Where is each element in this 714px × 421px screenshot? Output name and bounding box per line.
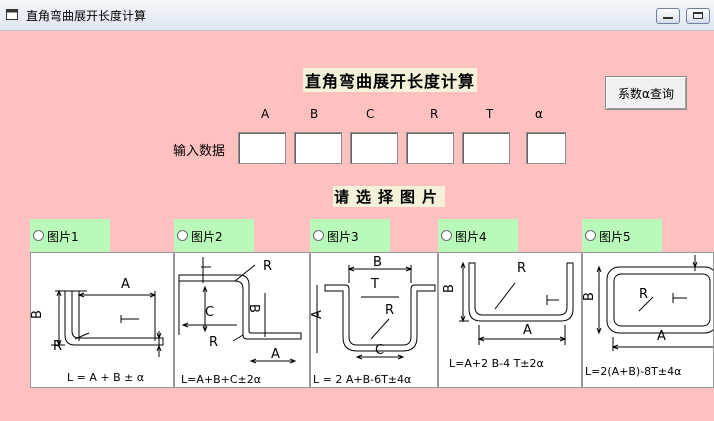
maximize-button[interactable] [686,8,710,24]
input-b[interactable] [294,132,342,164]
option-picture-4[interactable]: 图片4 [438,219,518,252]
dim-label-t: T [371,277,379,292]
input-a[interactable] [238,132,286,164]
dim-label-c: C [375,343,385,358]
dim-label-b: B [245,304,261,313]
radio-icon[interactable] [585,230,596,241]
title-bar: 直角弯曲展开长度计算 [0,0,714,31]
column-label-alpha: α [535,107,543,121]
page-title: 直角弯曲展开长度计算 [303,68,478,92]
column-label-c: C [366,107,375,121]
option-picture-2[interactable]: 图片2 [174,219,254,252]
dim-label-b: B [373,255,382,270]
select-picture-title: 请选择图片 [333,186,446,207]
window-title: 直角弯曲展开长度计算 [26,9,147,23]
dim-label-r: R [385,303,395,318]
dim-label-r2: R [209,335,219,350]
column-label-r: R [430,107,439,121]
bend-diagram-3: B T A R C L = 2 A+B-6T±4α [310,252,438,388]
dim-label-r: R [639,287,649,302]
dim-label-r: R [517,261,527,276]
option-label: 图片5 [599,230,631,244]
window-icon [6,9,18,20]
option-picture-3[interactable]: 图片3 [310,219,390,252]
formula-3: L = 2 A+B-6T±4α [313,373,412,386]
input-alpha[interactable] [526,132,566,164]
minimize-icon [663,17,673,19]
radio-icon[interactable] [177,230,188,241]
dim-label-r: R [53,339,63,354]
radio-icon[interactable] [33,230,44,241]
input-r[interactable] [406,132,454,164]
formula-2: L=A+B+C±2α [181,373,261,386]
dim-label-a: A [121,277,130,292]
option-picture-5[interactable]: 图片5 [582,219,662,252]
dim-label-a: A [271,347,280,362]
column-label-b: B [310,107,319,121]
bend-diagram-5: B R A L=2(A+B)-8T±4α [582,252,714,388]
option-label: 图片2 [191,230,223,244]
minimize-button[interactable] [656,8,680,24]
dim-label-c: C [205,305,215,320]
bend-diagram-2: R C B R A L=A+B+C±2α [174,252,310,388]
coefficient-query-button[interactable]: 系数α查询 [605,76,687,110]
formula-5: L=2(A+B)-8T±4α [585,365,682,378]
dim-label-b: B [30,310,45,319]
radio-icon[interactable] [313,230,324,241]
dim-label-a: A [310,310,325,319]
radio-icon[interactable] [441,230,452,241]
dim-label-r: R [263,259,273,274]
option-label: 图片1 [47,230,79,244]
option-picture-1[interactable]: 图片1 [30,219,110,252]
bend-diagram-4: B R A L=A+2 B-4 T±2α [438,252,582,388]
formula-4: L=A+2 B-4 T±2α [449,357,544,370]
input-c[interactable] [350,132,398,164]
dim-label-a: A [523,323,532,338]
option-label: 图片4 [455,230,487,244]
dim-label-b: B [441,284,457,293]
maximize-icon [693,12,703,19]
dim-label-a: A [657,329,666,344]
dim-label-b: B [582,292,597,301]
bend-diagram-1: A B R L = A + B ± α [30,252,174,388]
input-t[interactable] [462,132,510,164]
column-label-a: A [261,107,270,121]
column-label-t: T [486,107,494,121]
formula-1: L = A + B ± α [67,371,145,384]
input-data-label: 输入数据 [173,144,226,159]
option-label: 图片3 [327,230,359,244]
